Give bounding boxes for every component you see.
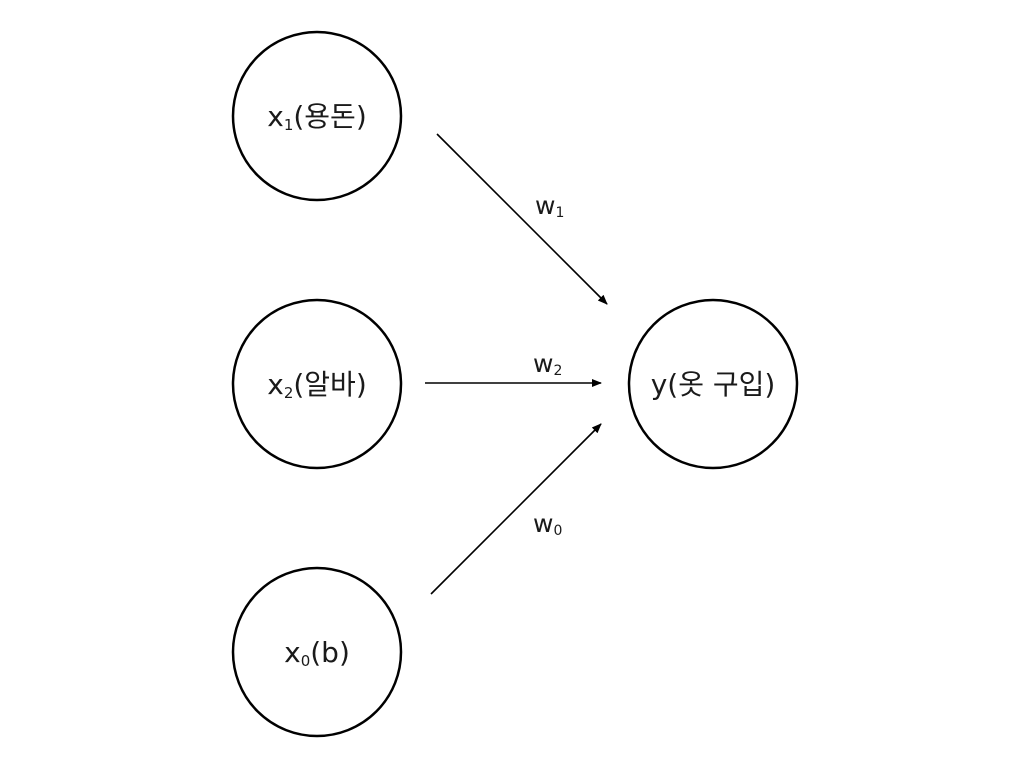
node-x1-label: x1(용돈) [267, 100, 367, 134]
edge-x0-y: w0 [430, 423, 602, 595]
edge-w1-label: w1 [535, 191, 564, 221]
node-x0-label: x0(b) [284, 636, 350, 670]
edge-w2-label: w2 [533, 349, 562, 379]
edge-x2-y: w2 [425, 349, 602, 387]
node-x2: x2(알바) [231, 298, 403, 470]
edge-x1-y: w1 [436, 133, 608, 305]
arrow-w0 [430, 423, 602, 595]
node-x2-label: x2(알바) [267, 368, 367, 402]
edge-w0-label: w0 [533, 509, 562, 539]
arrow-w1 [436, 133, 608, 305]
node-y: y(옷 구입) [627, 298, 799, 470]
node-x2-circle [231, 298, 403, 470]
node-x0-circle [231, 566, 403, 738]
node-x1: x1(용돈) [231, 30, 403, 202]
node-x1-circle [231, 30, 403, 202]
node-x0: x0(b) [231, 566, 403, 738]
node-y-label: y(옷 구입) [651, 368, 776, 401]
node-y-circle [627, 298, 799, 470]
